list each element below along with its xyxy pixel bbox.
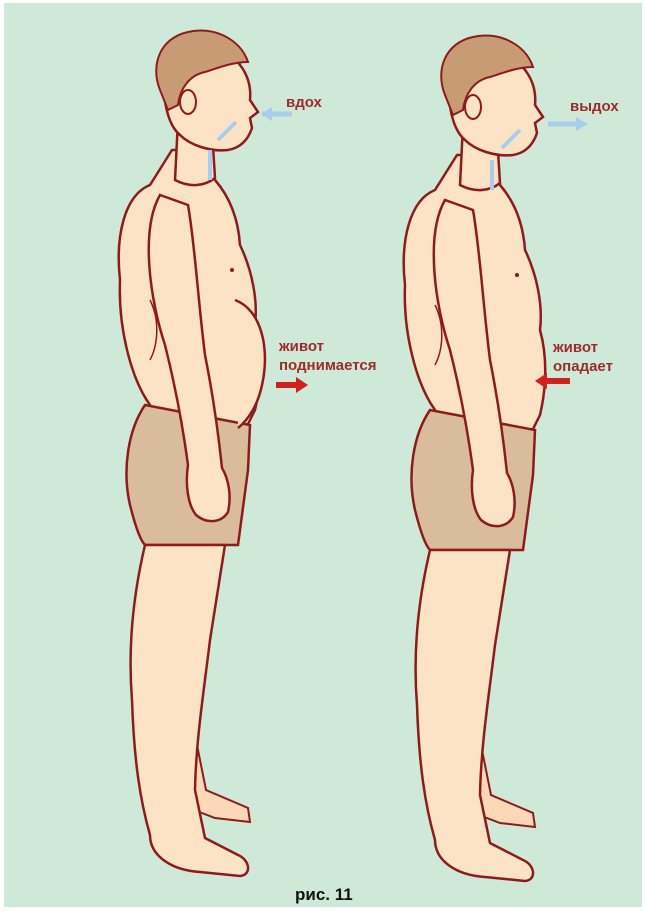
exhale-label: выдох	[570, 97, 619, 116]
belly-rises-label-line2: поднимается	[279, 356, 376, 375]
inhale-label: вдох	[286, 93, 322, 112]
belly-falls-label-line1: живот	[553, 338, 598, 357]
belly-falls-label-line2: опадает	[553, 357, 613, 376]
exhale-figure	[404, 35, 546, 881]
inhale-figure	[119, 30, 265, 876]
belly-rises-label-line1: живот	[279, 337, 324, 356]
belly-rises-arrow	[276, 377, 308, 393]
figure-caption: рис. 11	[295, 885, 353, 905]
